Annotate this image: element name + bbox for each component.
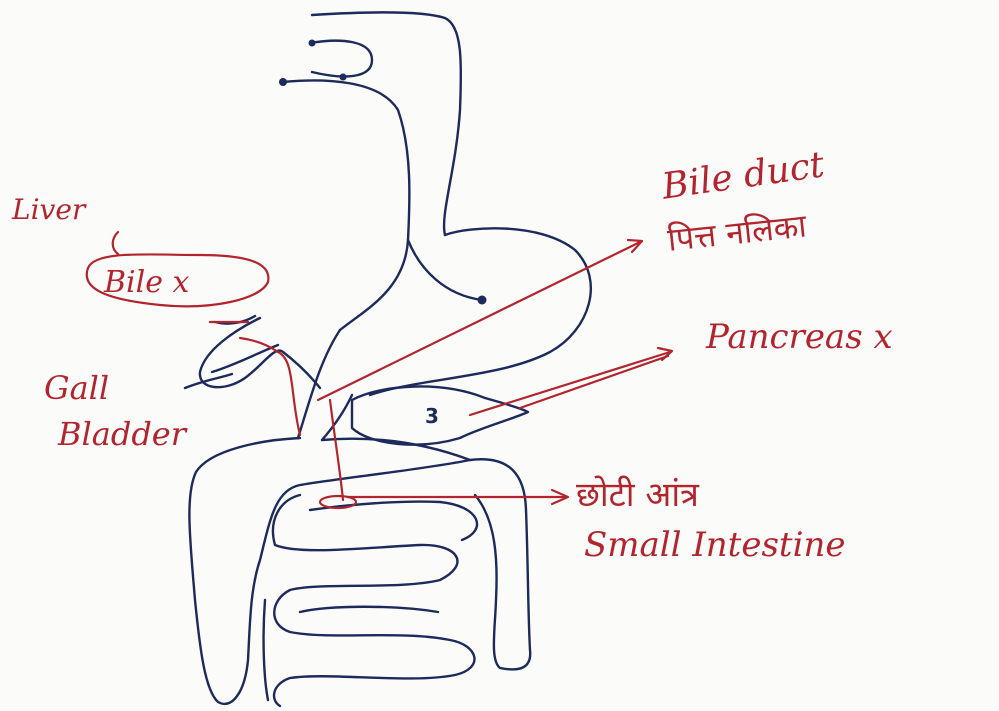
gall-bladder-label-line1: Gall <box>44 372 109 404</box>
large-intestine <box>189 438 530 704</box>
stomach <box>298 228 591 440</box>
small-intestine-coils <box>264 495 477 706</box>
bile-label: Bile x <box>104 268 189 298</box>
pancreas-number: 3 <box>425 404 439 428</box>
liver-label: Liver <box>12 196 85 224</box>
small-intestine-label: Small Intestine <box>584 528 845 562</box>
esophagus <box>279 12 461 330</box>
gall-bladder-shape <box>185 316 320 388</box>
small-intestine-hindi-label: छोटी आंत्र <box>576 478 699 512</box>
pancreas-shape <box>352 386 528 444</box>
pancreas-label: Pancreas x <box>706 320 893 354</box>
gall-bladder-label-line2: Bladder <box>58 418 186 450</box>
